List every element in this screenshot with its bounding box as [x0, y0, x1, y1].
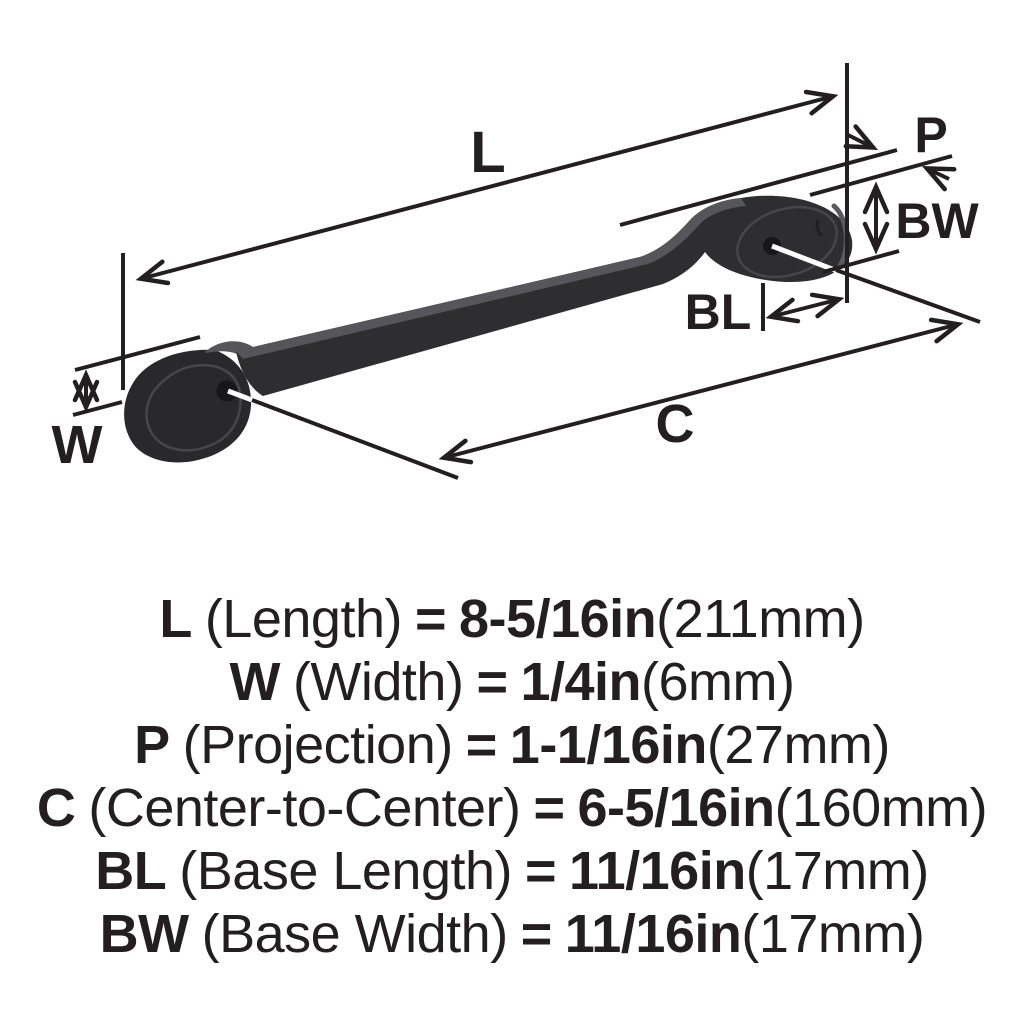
- spec-equals: =: [525, 841, 557, 901]
- bw-bottom-tick: [822, 249, 900, 274]
- label-width: W: [52, 415, 103, 475]
- label-base-width: BW: [895, 193, 979, 249]
- spec-list: L (Length) = 8-5/16in (211mm) W (Width) …: [0, 588, 1024, 966]
- spec-name: (Base Length): [179, 841, 512, 901]
- spec-equals: =: [465, 715, 498, 775]
- label-projection: P: [914, 107, 947, 163]
- right-leader-line: [835, 268, 981, 324]
- spec-name: (Width): [292, 652, 464, 712]
- p-arrow-lower: [921, 166, 957, 192]
- spec-abbr: P: [134, 715, 170, 775]
- spec-metric: (27mm): [706, 715, 891, 775]
- spec-line-width: W (Width) = 1/4in (6mm): [229, 651, 795, 714]
- p-arrow-upper: [843, 124, 879, 151]
- p-wall-plane-line: [809, 154, 953, 197]
- spec-value: 6-5/16in: [577, 778, 776, 838]
- handle-top-surface: [236, 198, 746, 359]
- p-front-plane-line: [619, 148, 898, 227]
- spec-abbr: BL: [95, 841, 167, 901]
- spec-name: (Center-to-Center): [88, 778, 521, 838]
- spec-equals: =: [520, 904, 553, 964]
- spec-metric: (17mm): [741, 904, 925, 964]
- w-top-tick: [74, 335, 201, 372]
- spec-line-base-length: BL (Base Length) = 11/16in (17mm): [95, 840, 930, 903]
- spec-abbr: L: [159, 589, 192, 649]
- spec-metric: (211mm): [656, 589, 865, 649]
- spec-line-center-to-center: C (Center-to-Center) = 6-5/16in (160mm): [36, 777, 988, 840]
- spec-value: 1/4in: [520, 652, 642, 712]
- spec-value: 11/16in: [564, 904, 742, 964]
- label-base-length: BL: [685, 284, 752, 340]
- spec-line-base-width: BW (Base Width) = 11/16in (17mm): [100, 903, 925, 966]
- spec-value: 11/16in: [569, 841, 746, 901]
- spec-equals: =: [533, 778, 565, 838]
- handle-left-base: [124, 349, 252, 463]
- label-center-to-center: C: [656, 394, 695, 454]
- spec-line-length: L (Length) = 8-5/16in (211mm): [159, 588, 865, 651]
- w-bottom-tick: [72, 400, 123, 417]
- dimension-lines: [72, 63, 964, 465]
- spec-name: (Length): [204, 589, 403, 649]
- dim-line-length: [135, 89, 839, 286]
- dim-line-center-to-center: [438, 317, 964, 465]
- spec-equals: =: [414, 589, 447, 649]
- left-screw-hole: [216, 380, 238, 402]
- dimension-labels: L W P BW BL C: [52, 107, 980, 475]
- left-leader-line: [251, 398, 459, 480]
- dimension-diagram: L W P BW BL C: [52, 63, 981, 480]
- label-length: L: [470, 120, 505, 185]
- spec-abbr: C: [36, 778, 76, 838]
- handle-bar: [236, 195, 853, 396]
- spec-equals: =: [476, 652, 508, 712]
- spec-metric: (17mm): [745, 841, 930, 901]
- spec-line-projection: P (Projection) = 1-1/16in (27mm): [134, 714, 890, 777]
- handle-left-base-pad: [145, 363, 242, 452]
- spec-abbr: BW: [99, 904, 189, 964]
- dim-line-base-length: [765, 292, 845, 324]
- spec-abbr: W: [229, 652, 280, 712]
- spec-value: 8-5/16in: [459, 589, 657, 649]
- spec-name: (Base Width): [201, 904, 509, 964]
- spec-value: 1-1/16in: [509, 715, 708, 775]
- spec-metric: (6mm): [641, 652, 795, 712]
- spec-name: (Projection): [182, 715, 454, 775]
- spec-metric: (160mm): [774, 778, 988, 838]
